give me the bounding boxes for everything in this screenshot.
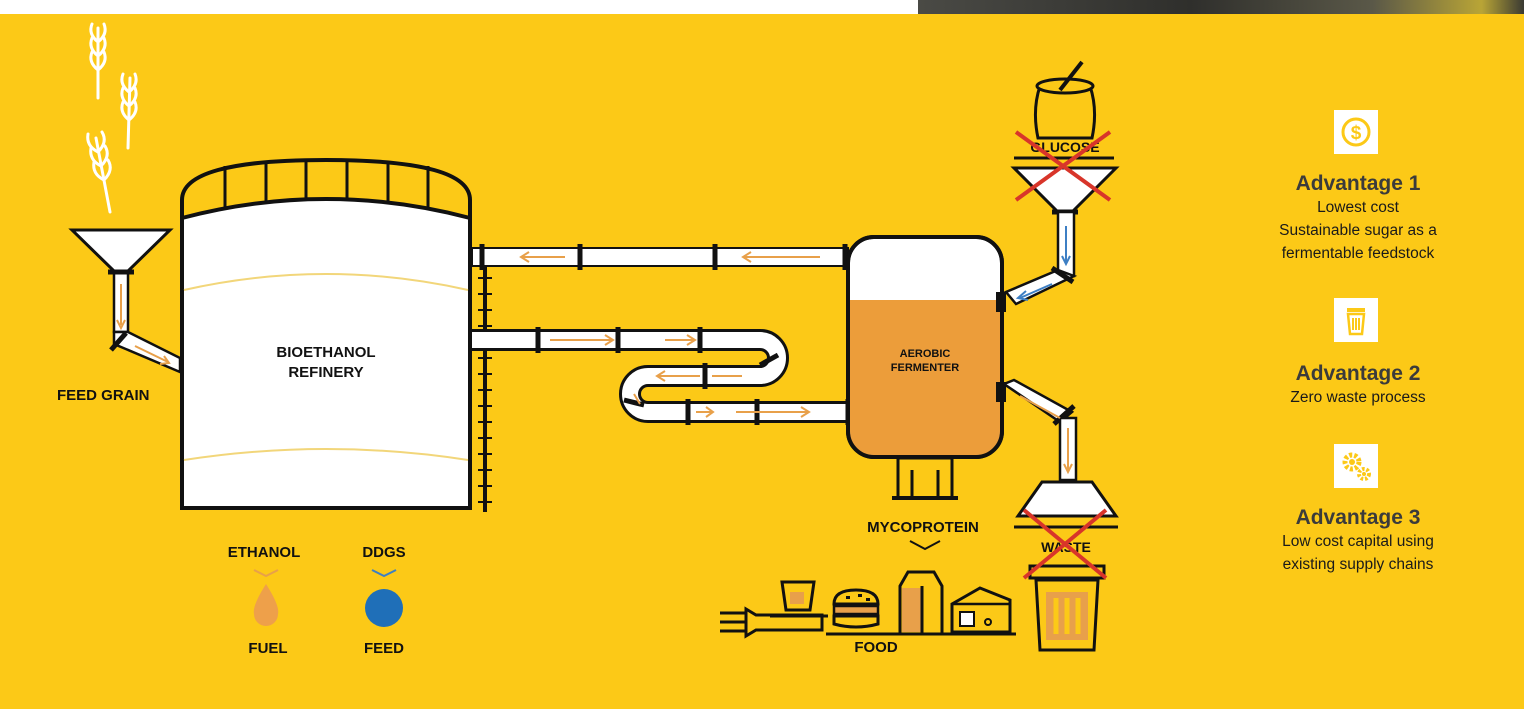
trash-bin-icon bbox=[1334, 298, 1378, 342]
feed-pellet-icon bbox=[365, 589, 403, 627]
feed-grain-label: FEED GRAIN bbox=[57, 387, 150, 404]
ddgs-label: DDGS bbox=[362, 544, 405, 561]
cup-icon bbox=[780, 580, 816, 612]
serpentine-pipe bbox=[472, 327, 851, 425]
advantage-1-line-3: fermentable feedstock bbox=[1281, 245, 1435, 262]
refinery-ladder bbox=[478, 250, 492, 512]
dollar-icon: $ bbox=[1334, 110, 1378, 154]
waste-cross-icon bbox=[1022, 508, 1108, 580]
advantage-2-title: Advantage 2 bbox=[1295, 362, 1421, 385]
refinery-label-line1: BIOETHANOL bbox=[276, 344, 375, 361]
glucose-funnel bbox=[1003, 156, 1120, 306]
background-photo-strip bbox=[918, 0, 1524, 14]
fermenter-tank bbox=[846, 235, 1006, 500]
fermenter-label-line2: FERMENTER bbox=[891, 362, 960, 374]
food-label: FOOD bbox=[854, 639, 897, 656]
grain-hopper bbox=[68, 228, 182, 374]
wheat-icon bbox=[86, 22, 138, 214]
fuel-label: FUEL bbox=[248, 640, 287, 657]
gears-icon bbox=[1334, 444, 1378, 488]
mycoprotein-label: MYCOPROTEIN bbox=[867, 519, 979, 536]
advantage-1-title: Advantage 1 bbox=[1295, 172, 1421, 195]
return-pipe bbox=[471, 244, 849, 270]
svg-text:$: $ bbox=[1351, 123, 1362, 144]
sugar-bag-icon bbox=[1033, 60, 1097, 140]
advantage-1-line-2: Sustainable sugar as a bbox=[1279, 222, 1437, 239]
ethanol-label: ETHANOL bbox=[228, 544, 301, 561]
refinery-label-line2: REFINERY bbox=[288, 364, 363, 381]
feed-label: FEED bbox=[364, 640, 404, 657]
advantage-1-line-1: Lowest cost bbox=[1317, 199, 1399, 216]
ddgs-chevron-icon bbox=[371, 569, 397, 578]
cheese-icon bbox=[950, 586, 1012, 634]
glucose-cross-icon bbox=[1014, 130, 1112, 202]
milk-carton-icon bbox=[898, 570, 944, 636]
advantage-2-line-1: Zero waste process bbox=[1290, 389, 1426, 406]
fork-icon bbox=[720, 606, 824, 639]
ethanol-chevron-icon bbox=[253, 569, 279, 578]
fuel-drop-icon bbox=[253, 584, 279, 626]
advantage-3-line-1: Low cost capital using bbox=[1282, 533, 1434, 550]
refinery-tank bbox=[180, 157, 472, 510]
fermenter-label-line1: AEROBIC bbox=[900, 348, 951, 360]
advantage-3-title: Advantage 3 bbox=[1295, 506, 1421, 529]
waste-chute bbox=[1001, 378, 1119, 529]
waste-bin-icon bbox=[1028, 564, 1106, 652]
advantage-3-line-2: existing supply chains bbox=[1282, 556, 1434, 573]
burger-icon bbox=[832, 588, 880, 629]
chevron-down-icon bbox=[909, 540, 941, 551]
